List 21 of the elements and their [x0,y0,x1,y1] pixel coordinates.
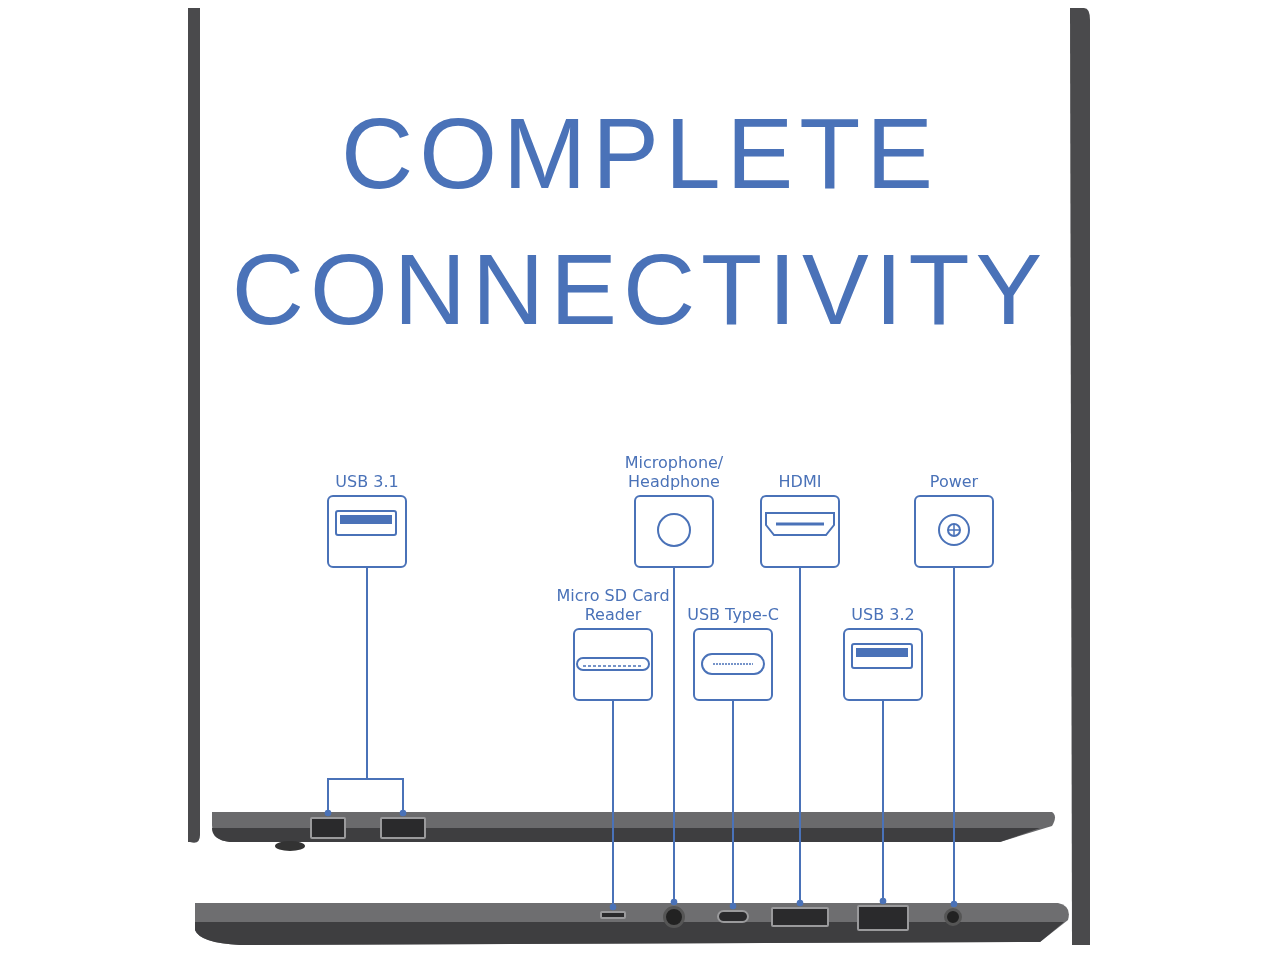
leader-line [609,700,617,911]
port-label: Microphone/ Headphone [623,453,725,491]
leader-line [729,700,737,910]
leader-line [950,567,958,908]
leader-line [670,567,678,906]
usb-c-port [717,910,749,923]
usb-port [310,817,346,839]
port-label: Power [928,472,980,491]
port-label: USB 3.2 [850,605,916,624]
card-slot [600,911,626,919]
usb-port [857,905,909,931]
port-label: USB Type-C [686,605,780,624]
leader-line [366,567,407,817]
port-label: Micro SD Card Reader [555,586,671,624]
port-label: HDMI [777,472,823,491]
hdmi-port [771,907,829,927]
port-label: USB 3.1 [334,472,400,491]
leader-line [879,700,887,905]
usb-port [380,817,426,839]
leader-line [796,567,804,907]
title-heading: COMPLETE CONNECTIVITY [230,96,1050,347]
